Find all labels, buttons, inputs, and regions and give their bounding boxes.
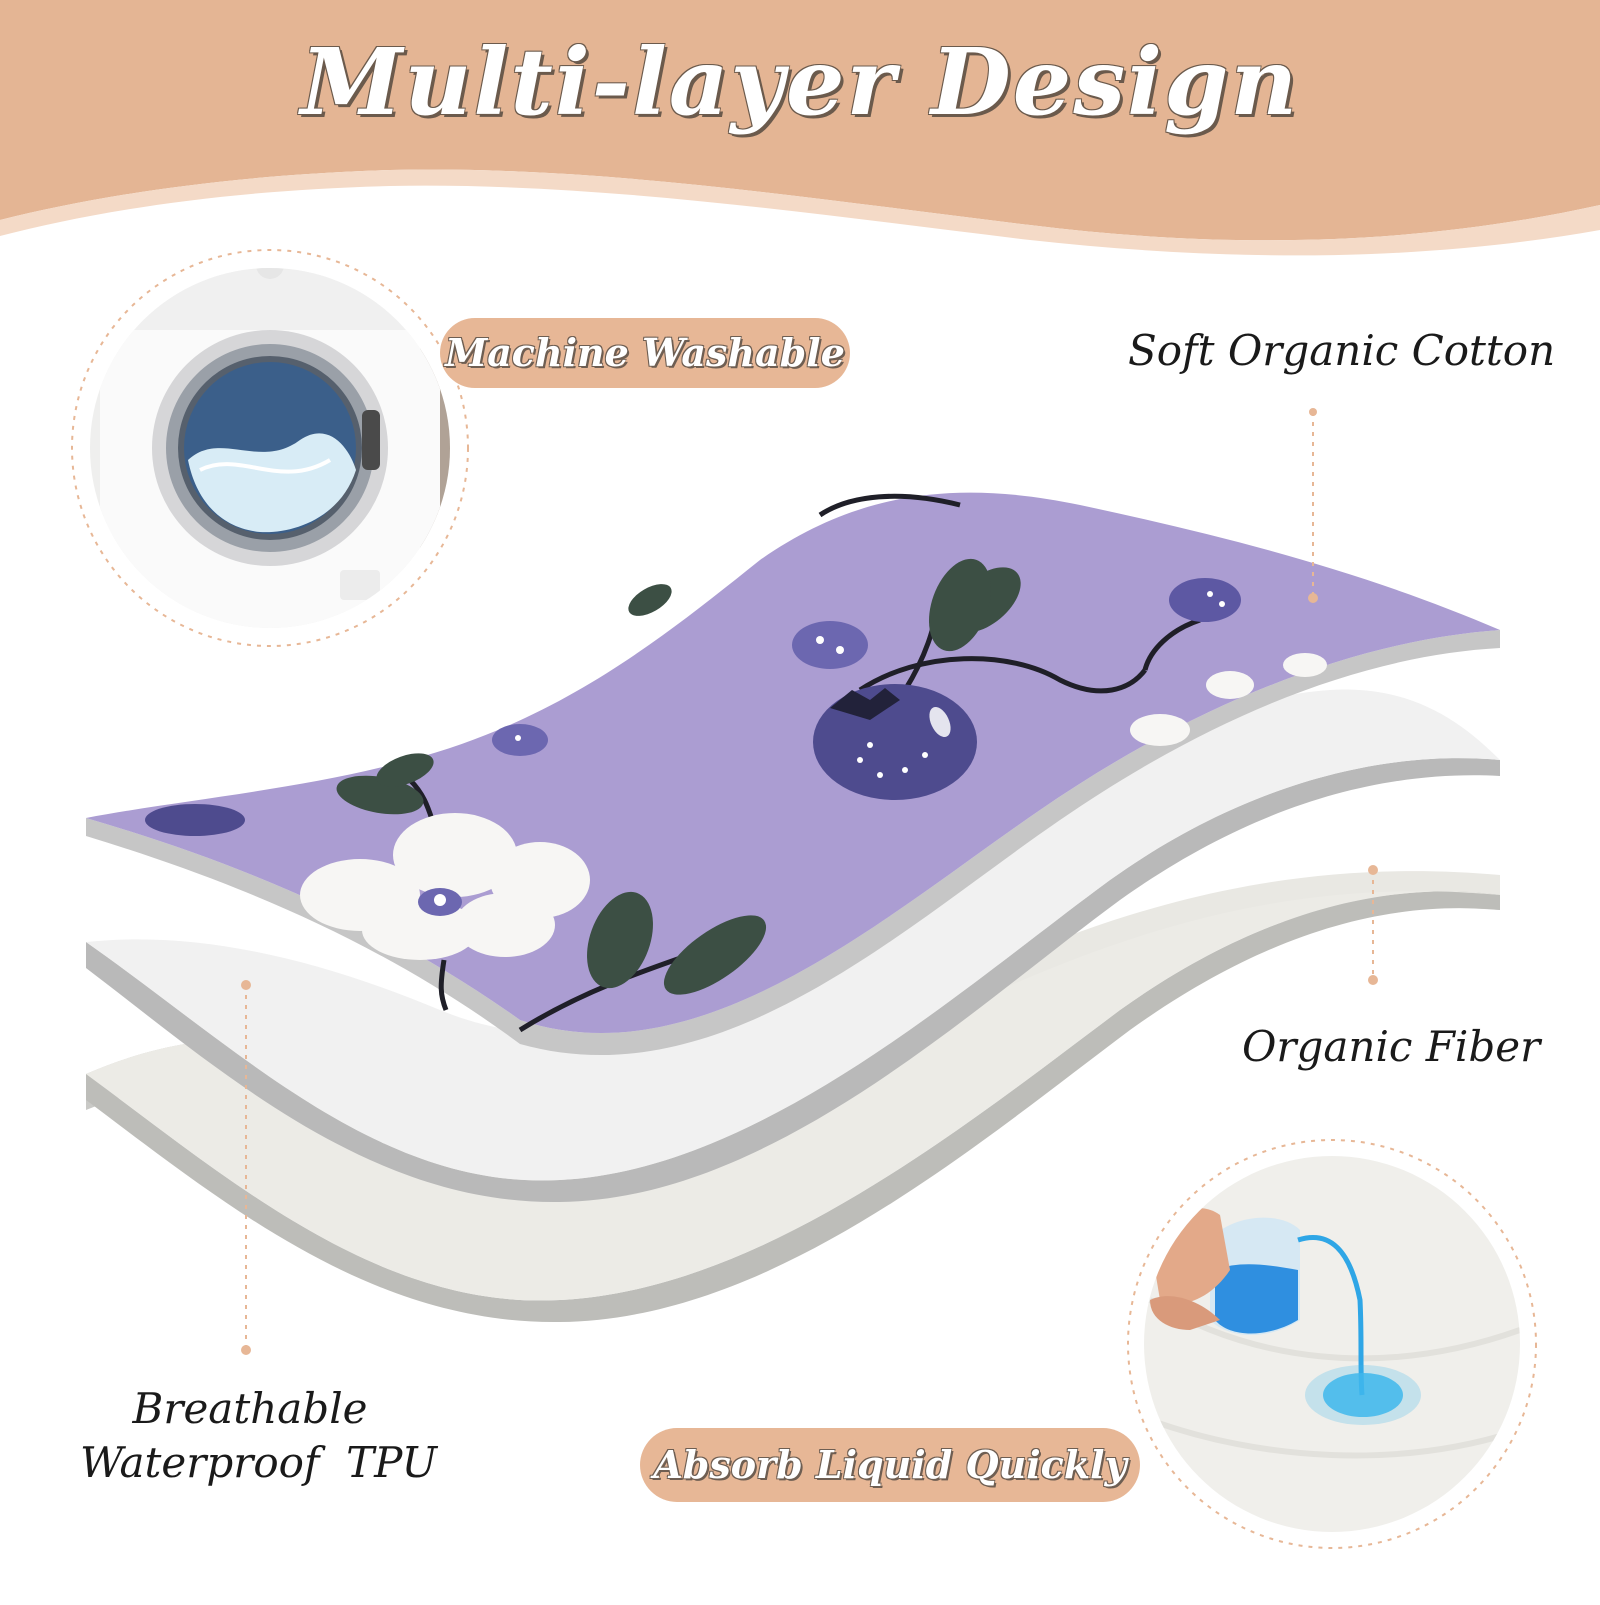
berry-seed [922,752,928,758]
vine [1142,617,1201,671]
leaf [587,891,653,989]
berry-highlight [929,707,951,737]
bud [792,621,868,669]
bud [1169,578,1241,622]
leaf [663,915,767,995]
fiber-layer-edge [86,758,1500,1203]
berry-seed [867,742,873,748]
fiber-layer-label: Organic Fiber [1242,1022,1541,1071]
connector-fiber [1368,865,1378,985]
white-flower [300,813,590,960]
machine-washable-badge: Machine Washable [440,318,850,388]
vine [438,959,449,1011]
absorb-liquid-badge: Absorb Liquid Quickly [640,1428,1140,1502]
bud-spot [816,636,824,644]
leaf [376,753,434,787]
cotton-layer-edge [86,630,1500,1056]
white-flower-petal [1206,671,1254,699]
liquid-absorb-photo [1127,1139,1537,1549]
white-flower-petal [1130,714,1190,746]
banner-lower-wave [0,169,1600,256]
connector-cotton [1308,408,1318,603]
floral-print [145,493,1327,1033]
tpu-layer-base [86,891,1500,1323]
white-flower-petal [1283,653,1327,677]
tpu-layer-label: Breathable Waterproof TPU [80,1382,438,1490]
bud-spot [1219,601,1225,607]
bud-spot [836,646,844,654]
title-banner [0,0,1600,241]
vine [818,493,961,518]
washing-machine-photo [71,249,469,647]
vine [858,656,1147,694]
tpu-label-line1: Breathable [132,1384,368,1433]
fiber-layer [86,689,1500,1181]
berry [145,804,245,836]
berry-seed [857,757,863,763]
cotton-layer-label: Soft Organic Cotton [1128,326,1556,375]
berry-crown [830,688,900,720]
connector-tpu [241,980,251,1355]
page-title: Multi-layer Design [300,28,1300,136]
berry-seed [877,772,883,778]
leaf [928,558,992,652]
tpu-layer-face [86,871,1500,1106]
tpu-label-line2: Waterproof TPU [80,1438,438,1487]
leaf [628,584,672,616]
bud-spot [1207,591,1213,597]
bud-spot [515,735,521,741]
berry-seed [902,767,908,773]
